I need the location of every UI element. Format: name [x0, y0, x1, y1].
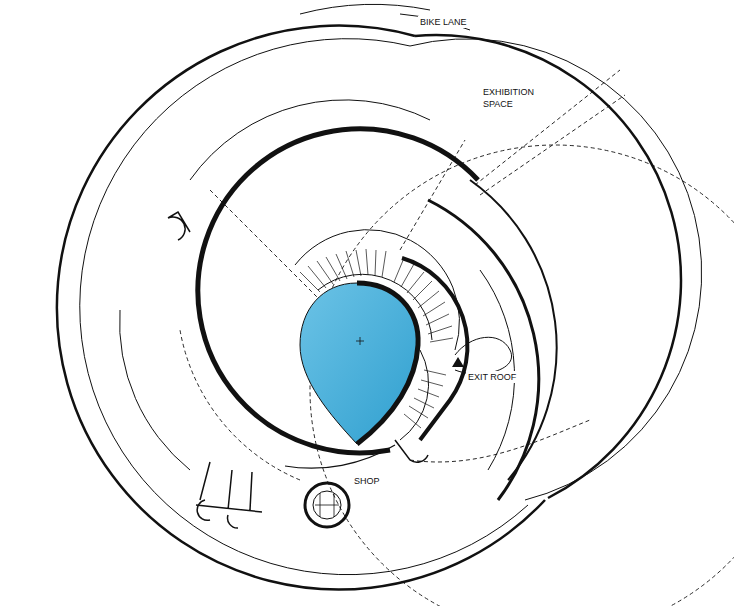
- space-label: EXHIBITION SPACE: [481, 86, 547, 110]
- space-label: SHOP: [352, 475, 382, 487]
- space-label: BIKE LANE: [418, 16, 469, 28]
- shop-kiosk: [305, 483, 349, 527]
- water-basin: [300, 283, 418, 444]
- center-mark: [356, 337, 364, 345]
- outer-rings: [57, 4, 734, 606]
- space-label: EXIT ROOF: [466, 371, 518, 383]
- basin-wall: [357, 283, 418, 444]
- entry-arrow: [452, 357, 464, 367]
